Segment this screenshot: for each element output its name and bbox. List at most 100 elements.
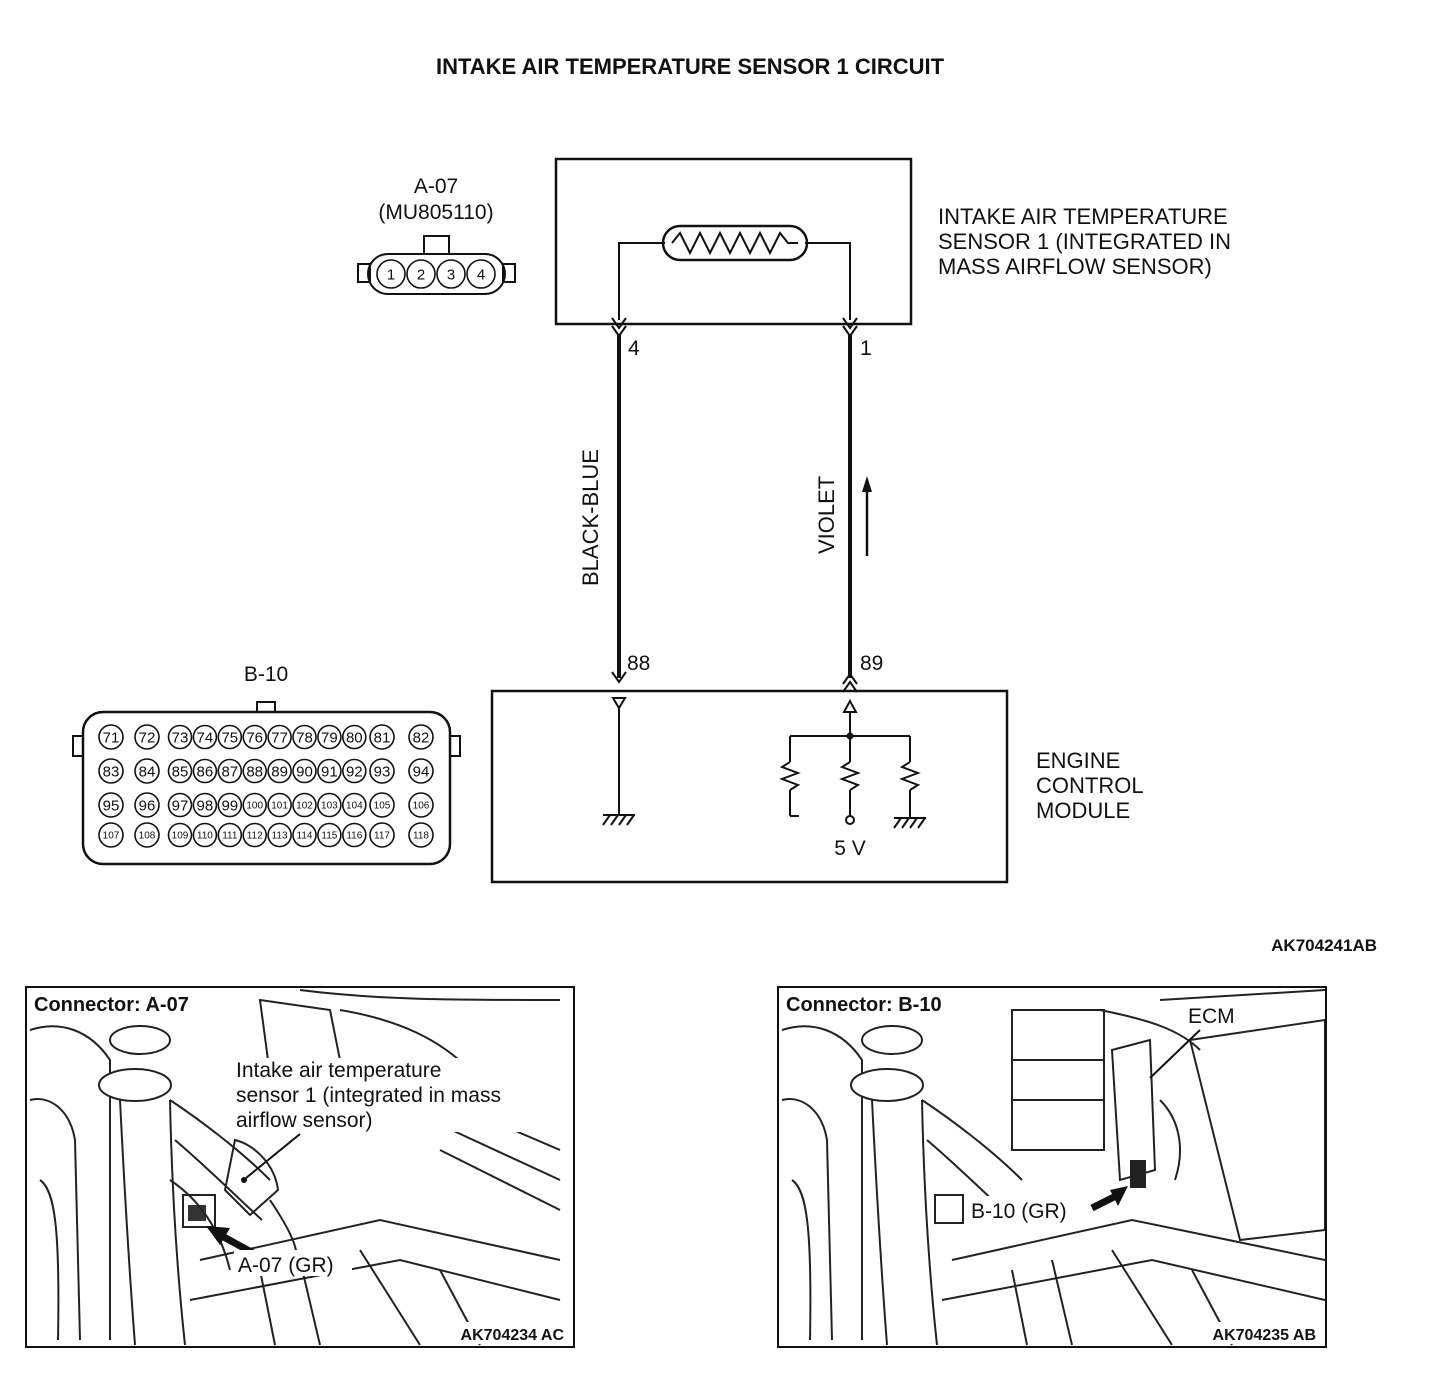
photo-b-code: AK704235 AB bbox=[1213, 1327, 1316, 1344]
photo-b-connector-label: B-10 (GR) bbox=[971, 1200, 1067, 1223]
b10-pin-label: 89 bbox=[271, 764, 288, 781]
b10-pin-label: 118 bbox=[413, 831, 429, 842]
b10-pin-82 bbox=[408, 724, 434, 750]
b10-pin-label: 108 bbox=[139, 831, 156, 842]
b10-pin-label: 100 bbox=[246, 801, 263, 812]
b10-pin-label: 104 bbox=[346, 801, 363, 812]
b10-pin-84 bbox=[134, 758, 160, 784]
b10-pin-label: 114 bbox=[297, 831, 313, 842]
b10-pin-label: 98 bbox=[197, 798, 214, 815]
b10-pin-94 bbox=[408, 758, 434, 784]
b10-pin-77 bbox=[267, 724, 292, 750]
b10-pin-115 bbox=[317, 822, 342, 848]
b10-pin-label: 115 bbox=[321, 831, 337, 842]
b10-pin-label: 84 bbox=[139, 764, 156, 781]
sensor-label-line-3: MASS AIRFLOW SENSOR) bbox=[938, 254, 1212, 279]
b10-pin-80 bbox=[341, 724, 367, 750]
b10-pin-100 bbox=[242, 792, 267, 818]
b10-pin-label: 94 bbox=[413, 764, 430, 781]
photo-b-arrow-icon bbox=[1090, 1186, 1128, 1212]
b10-pin-86 bbox=[192, 758, 218, 784]
b10-pin-113 bbox=[267, 822, 292, 848]
b10-pin-label: 79 bbox=[321, 730, 338, 747]
b10-pin-label: 93 bbox=[374, 764, 391, 781]
b10-pin-label: 92 bbox=[346, 764, 363, 781]
ecm-label-line-3: MODULE bbox=[1036, 798, 1130, 823]
b10-pin-label: 81 bbox=[374, 730, 391, 747]
b10-pin-90 bbox=[292, 758, 317, 784]
b10-pin-label: 85 bbox=[172, 764, 189, 781]
a07-pin-2: 2 bbox=[417, 267, 425, 284]
b10-pin-116 bbox=[341, 822, 367, 848]
b10-pin-117 bbox=[369, 822, 395, 848]
b10-pin-106 bbox=[408, 792, 434, 818]
b10-pin-label: 117 bbox=[374, 831, 390, 842]
b10-pin-label: 103 bbox=[321, 801, 338, 812]
photo-connector-b10: Connector: B-10 ECM B-10 (GR) AK704235 A… bbox=[777, 986, 1327, 1348]
b10-pin-label: 82 bbox=[413, 730, 430, 747]
engine-bay-sketch-b bbox=[781, 989, 1325, 1346]
b10-pin-label: 87 bbox=[221, 764, 238, 781]
photo-connector-a07: Connector: A-07 Intake air temperature s… bbox=[25, 986, 575, 1348]
photo-a-connector-label: A-07 (GR) bbox=[238, 1254, 334, 1277]
b10-pin-96 bbox=[134, 792, 160, 818]
a07-pin-1: 1 bbox=[387, 267, 395, 284]
b10-pin-label: 75 bbox=[221, 730, 238, 747]
b10-pin-79 bbox=[317, 724, 342, 750]
sensor-label-line-1: INTAKE AIR TEMPERATURE bbox=[938, 204, 1228, 229]
connector-a07-part: (MU805110) bbox=[378, 201, 493, 224]
current-direction-arrow bbox=[862, 476, 872, 556]
b10-pin-71 bbox=[98, 724, 124, 750]
ecm-label-line-2: CONTROL bbox=[1036, 773, 1144, 798]
b10-pin-label: 71 bbox=[103, 730, 120, 747]
b10-pin-104 bbox=[341, 792, 367, 818]
diagram-code: AK704241AB bbox=[1271, 936, 1377, 955]
ecm-supply-voltage: 5 V bbox=[834, 837, 866, 860]
b10-pin-label: 111 bbox=[222, 831, 238, 842]
b10-pin-label: 109 bbox=[172, 831, 189, 842]
connector-a07-name: A-07 bbox=[414, 175, 458, 198]
b10-pin-label: 107 bbox=[103, 831, 120, 842]
b10-pin-label: 73 bbox=[172, 730, 189, 747]
b10-pin-99 bbox=[217, 792, 243, 818]
page-title: INTAKE AIR TEMPERATURE SENSOR 1 CIRCUIT bbox=[436, 54, 945, 79]
b10-pin-111 bbox=[217, 822, 243, 848]
b10-pin-label: 96 bbox=[139, 798, 156, 815]
b10-pin-label: 76 bbox=[246, 730, 263, 747]
b10-pin-78 bbox=[292, 724, 317, 750]
b10-pin-91 bbox=[317, 758, 342, 784]
b10-pin-109 bbox=[167, 822, 193, 848]
ecm-pin-right: 89 bbox=[860, 652, 883, 675]
b10-pin-label: 72 bbox=[139, 730, 156, 747]
sensor-pin-right: 1 bbox=[860, 337, 872, 360]
connector-b10-name: B-10 bbox=[244, 663, 288, 686]
b10-pin-87 bbox=[217, 758, 243, 784]
b10-pin-label: 99 bbox=[221, 798, 238, 815]
b10-pin-label: 101 bbox=[271, 801, 288, 812]
b10-pin-label: 105 bbox=[374, 801, 391, 812]
b10-pin-74 bbox=[192, 724, 218, 750]
b10-pin-114 bbox=[292, 822, 317, 848]
b10-pin-label: 80 bbox=[346, 730, 363, 747]
b10-pin-88 bbox=[242, 758, 267, 784]
wire-right-color-label: VIOLET bbox=[814, 476, 839, 554]
b10-pin-118 bbox=[408, 822, 434, 848]
b10-pin-label: 102 bbox=[296, 801, 313, 812]
b10-pin-98 bbox=[192, 792, 218, 818]
photo-b-title: Connector: B-10 bbox=[786, 994, 942, 1016]
b10-pin-103 bbox=[317, 792, 342, 818]
b10-pin-72 bbox=[134, 724, 160, 750]
photo-a-callout-line-2: sensor 1 (integrated in mass bbox=[236, 1084, 501, 1107]
b10-pin-81 bbox=[369, 724, 395, 750]
ecm-box: 5 V ENGINE CONTROL MODULE bbox=[490, 689, 1144, 884]
ecm-pin-left: 88 bbox=[627, 652, 650, 675]
engine-bay-sketch-a bbox=[29, 989, 561, 1346]
b10-pin-112 bbox=[242, 822, 267, 848]
b10-pin-label: 74 bbox=[197, 730, 214, 747]
b10-pin-73 bbox=[167, 724, 193, 750]
b10-pin-label: 91 bbox=[321, 764, 338, 781]
b10-pin-label: 83 bbox=[103, 764, 120, 781]
